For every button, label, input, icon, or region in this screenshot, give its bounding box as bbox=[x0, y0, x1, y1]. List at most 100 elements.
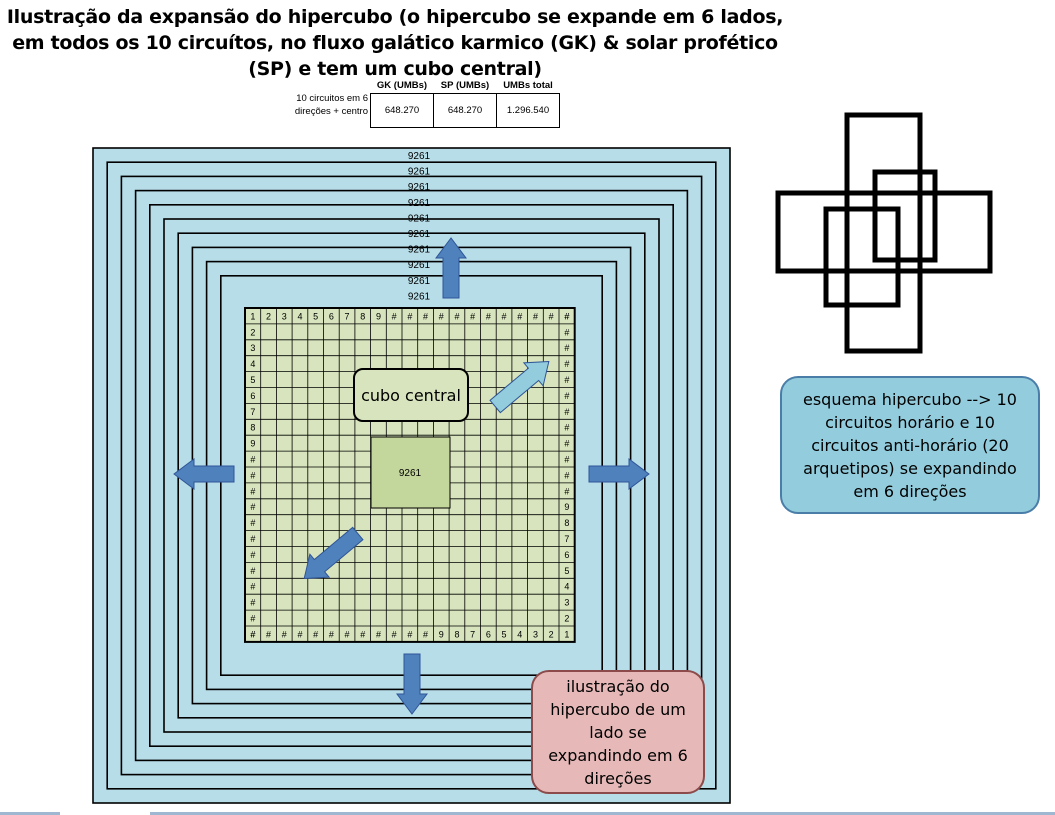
grid-cell-label: # bbox=[250, 614, 255, 624]
hypercube-side-callout: ilustração do hipercubo de um lado se ex… bbox=[531, 670, 705, 794]
summary-header-sp: SP (UMBs) bbox=[440, 80, 490, 91]
left-arrow-icon bbox=[173, 458, 235, 490]
grid-cell-label: 4 bbox=[297, 311, 302, 321]
grid-cell-label: # bbox=[564, 407, 569, 417]
ring-label: 9261 bbox=[408, 151, 431, 162]
right-arrow-icon bbox=[588, 458, 650, 490]
summary-value-total: 1.296.540 bbox=[496, 93, 560, 128]
grid-cell-label: # bbox=[564, 343, 569, 353]
grid-cell-label: 5 bbox=[313, 311, 318, 321]
grid-cell-label: # bbox=[250, 502, 255, 512]
summary-value-sp: 648.270 bbox=[433, 93, 497, 128]
summary-table: GK (UMBs) SP (UMBs) UMBs total 648.270 6… bbox=[370, 78, 560, 128]
grid-cell-label: 8 bbox=[454, 629, 459, 639]
ring-label: 9261 bbox=[408, 167, 431, 178]
ring-label: 9261 bbox=[408, 213, 431, 224]
grid-cell-label: # bbox=[564, 327, 569, 337]
summary-row-label: 10 circuitos em 6 direções + centro bbox=[294, 93, 368, 117]
ring-label: 9261 bbox=[408, 198, 431, 209]
grid-cell-label: # bbox=[549, 311, 554, 321]
grid-cell-label: # bbox=[345, 629, 350, 639]
grid-cell-label: # bbox=[564, 311, 569, 321]
grid-cell-label: # bbox=[250, 518, 255, 528]
grid-cell-label: 2 bbox=[266, 311, 271, 321]
hypercube-schema-icon bbox=[775, 112, 993, 354]
grid-cell-label: # bbox=[407, 629, 412, 639]
grid-cell-label: # bbox=[250, 629, 255, 639]
ring-label: 9261 bbox=[408, 182, 431, 193]
grid-cell-label: 3 bbox=[533, 629, 538, 639]
grid-cell-label: 6 bbox=[564, 550, 569, 560]
up-right-arrow-icon bbox=[489, 360, 550, 414]
grid-cell-label: 8 bbox=[250, 423, 255, 433]
grid-cell-label: 7 bbox=[564, 534, 569, 544]
grid-cell-label: 2 bbox=[564, 614, 569, 624]
grid-cell-label: # bbox=[454, 311, 459, 321]
grid-cell-label: 3 bbox=[564, 598, 569, 608]
ring-label: 9261 bbox=[408, 245, 431, 256]
grid-cell-label: # bbox=[533, 311, 538, 321]
ring-label: 9261 bbox=[408, 291, 431, 302]
grid-cell-label: 1 bbox=[250, 311, 255, 321]
summary-header-total: UMBs total bbox=[503, 80, 553, 91]
ring-label: 9261 bbox=[408, 229, 431, 240]
grid-cell-label: # bbox=[517, 311, 522, 321]
grid-cell-label: # bbox=[564, 470, 569, 480]
grid-cell-label: 8 bbox=[564, 518, 569, 528]
grid-cell-label: 5 bbox=[502, 629, 507, 639]
grid-cell-label: # bbox=[486, 311, 491, 321]
direction-arrows bbox=[173, 237, 650, 715]
grid-cell-label: 2 bbox=[549, 629, 554, 639]
bottom-divider-right bbox=[150, 812, 1055, 815]
grid-cell-label: # bbox=[250, 550, 255, 560]
grid-cell-label: # bbox=[564, 486, 569, 496]
grid-cell-label: # bbox=[564, 455, 569, 465]
grid-cell-label: 9 bbox=[439, 629, 444, 639]
grid-cell-label: # bbox=[564, 375, 569, 385]
grid-cell-label: 4 bbox=[517, 629, 522, 639]
grid-cell-label: 3 bbox=[250, 343, 255, 353]
grid-cell-label: # bbox=[392, 311, 397, 321]
grid-cell-label: # bbox=[282, 629, 287, 639]
grid-cell-label: # bbox=[423, 629, 428, 639]
grid-cell-label: # bbox=[250, 629, 255, 639]
grid-cell-label: 5 bbox=[564, 566, 569, 576]
grid-cell-label: # bbox=[564, 423, 569, 433]
grid-cell-label: 9 bbox=[376, 311, 381, 321]
grid-lines bbox=[245, 308, 575, 642]
grid-cell-label: 9 bbox=[250, 439, 255, 449]
grid-cell-label: 9 bbox=[564, 502, 569, 512]
grid-cell-label: # bbox=[250, 455, 255, 465]
grid-cell-label: 7 bbox=[345, 311, 350, 321]
cubo-central-label: cubo central bbox=[353, 368, 469, 422]
grid-cell-label: 6 bbox=[486, 629, 491, 639]
grid-cell-label: 5 bbox=[250, 375, 255, 385]
hypercube-schema-callout: esquema hipercubo --> 10 circuitos horár… bbox=[780, 376, 1040, 514]
grid-cell-label: # bbox=[313, 629, 318, 639]
grid-cell-label: # bbox=[329, 629, 334, 639]
grid-cell-label: 4 bbox=[250, 359, 255, 369]
grid-cell-label: # bbox=[266, 629, 271, 639]
up-arrow-icon bbox=[435, 237, 467, 299]
grid-cell-label: # bbox=[470, 311, 475, 321]
down-left-arrow-icon bbox=[303, 526, 364, 580]
grid-cell-label: 6 bbox=[250, 391, 255, 401]
grid-cell-label: # bbox=[297, 629, 302, 639]
grid-cell-label: # bbox=[376, 629, 381, 639]
grid-cell-label: # bbox=[250, 582, 255, 592]
grid-cell-label: 7 bbox=[250, 407, 255, 417]
grid-cell-label: 6 bbox=[329, 311, 334, 321]
grid-cell-label: 1 bbox=[564, 629, 569, 639]
grid-cell-label: # bbox=[392, 629, 397, 639]
grid-cell-label: # bbox=[250, 486, 255, 496]
center-cube-block bbox=[370, 436, 451, 509]
grid-cell-label: # bbox=[360, 629, 365, 639]
grid-cell-label: # bbox=[439, 311, 444, 321]
summary-header-gk: GK (UMBs) bbox=[376, 80, 428, 91]
grid-cell-label: # bbox=[564, 391, 569, 401]
grid-cell-label: # bbox=[250, 598, 255, 608]
schema-callout-text: esquema hipercubo --> 10 circuitos horár… bbox=[803, 389, 1017, 501]
grid-cell-label: # bbox=[564, 439, 569, 449]
summary-value-gk: 648.270 bbox=[370, 93, 434, 128]
